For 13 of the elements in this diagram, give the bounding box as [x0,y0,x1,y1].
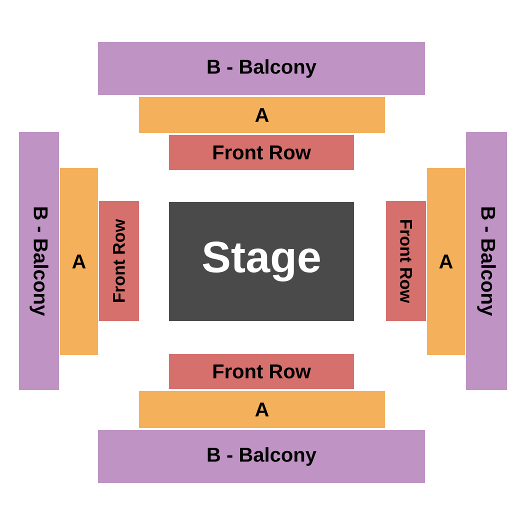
seating-section: A [139,391,385,428]
seating-section: A [427,168,465,355]
front-row-section: Front Row [99,201,139,321]
front-row-section: Front Row [169,354,354,389]
balcony-section: B - Balcony [466,132,507,390]
stage-block: Stage [169,202,354,321]
balcony-section: B - Balcony [98,42,425,95]
seating-section: A [60,168,98,355]
seating-section: A [139,97,385,133]
front-row-section: Front Row [386,201,426,321]
balcony-section: B - Balcony [19,132,59,390]
front-row-section: Front Row [169,135,354,170]
balcony-section: B - Balcony [98,430,425,483]
